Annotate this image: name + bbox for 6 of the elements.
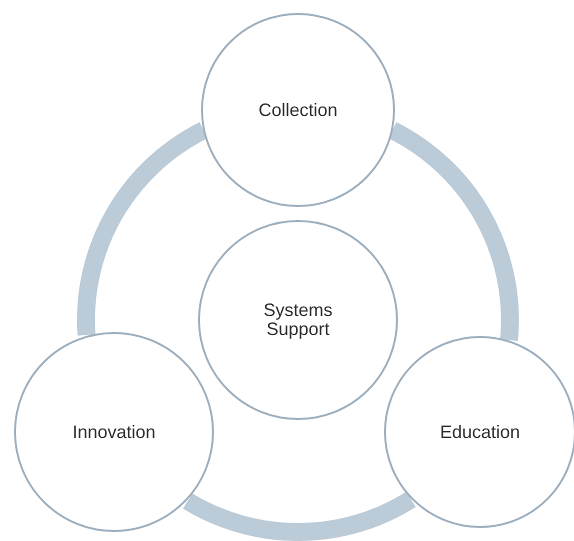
ring-arc [183,492,416,541]
node-label: Collection [258,100,338,120]
node-label: Systems Support [262,301,334,339]
node-label: Innovation [72,422,156,442]
ring-arc [388,122,519,340]
node-label: Education [440,422,520,442]
